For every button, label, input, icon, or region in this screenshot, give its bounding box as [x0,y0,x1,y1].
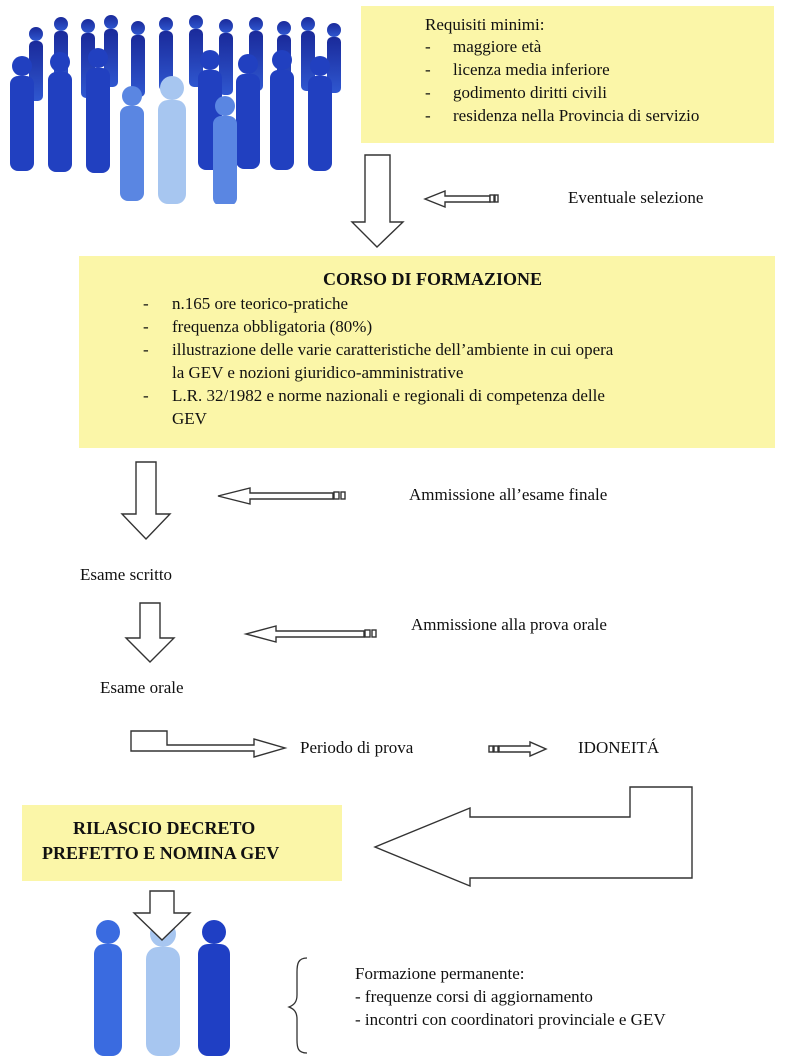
suitability-label: IDONEITÁ [578,738,660,757]
decree-line-2: PREFETTO E NOMINA GEV [42,843,280,863]
course-dash-1: - [143,294,149,313]
requirements-dash-1: - [425,37,431,56]
admission-oral-label: Ammissione alla prova orale [411,615,607,634]
requirements-box: Requisiti minimi: - maggiore età - licen… [361,6,774,143]
course-title: CORSO DI FORMAZIONE [323,269,543,289]
requirements-item: licenza media inferiore [453,60,610,79]
course-item: illustrazione delle varie caratteristich… [172,340,614,359]
training-title: Formazione permanente: [355,964,525,983]
training-item: - frequenze corsi di aggiornamento [355,987,593,1006]
requirements-dash-2: - [425,60,431,79]
course-item: frequenza obbligatoria (80%) [172,317,373,336]
crowd-image [8,6,350,204]
requirements-item: residenza nella Provincia di servizio [453,106,700,125]
requirements-item: maggiore età [453,37,542,56]
trial-period-label: Periodo di prova [300,738,414,757]
requirements-title: Requisiti minimi: [425,15,545,34]
oral-exam-label: Esame orale [100,678,184,697]
curly-brace [287,957,308,1054]
down-arrow-3 [124,602,176,663]
course-item-cont: GEV [172,409,207,428]
course-box: CORSO DI FORMAZIONE - n.165 ore teorico-… [79,256,775,448]
left-arrow-admission-oral [243,625,365,643]
requirements-item: godimento diritti civili [453,83,607,102]
course-item-cont: la GEV e nozioni giuridico-amministrativ… [172,363,464,382]
bent-arrow-trial [130,730,288,758]
right-arrow-suitability [498,740,548,758]
selection-label: Eventuale selezione [568,188,704,207]
course-item: L.R. 32/1982 e norme nazionali e regiona… [172,386,605,405]
down-arrow-1 [350,154,405,248]
course-dash-3: - [143,340,149,359]
down-arrow-2 [120,461,172,541]
bent-arrow-decree [373,786,693,888]
admission-final-label: Ammissione all’esame finale [409,485,608,504]
course-item: n.165 ore teorico-pratiche [172,294,349,313]
left-arrow-selection [423,189,491,209]
requirements-dash-3: - [425,83,431,102]
course-dash-4: - [143,386,149,405]
course-dash-2: - [143,317,149,336]
decree-line-1: RILASCIO DECRETO [73,818,256,838]
training-item: - incontri con coordinatori provinciale … [355,1010,666,1029]
decree-box: RILASCIO DECRETO PREFETTO E NOMINA GEV [22,805,342,881]
requirements-dash-4: - [425,106,431,125]
written-exam-label: Esame scritto [80,565,173,584]
left-arrow-admission-final [217,487,334,505]
down-arrow-4 [132,890,192,941]
